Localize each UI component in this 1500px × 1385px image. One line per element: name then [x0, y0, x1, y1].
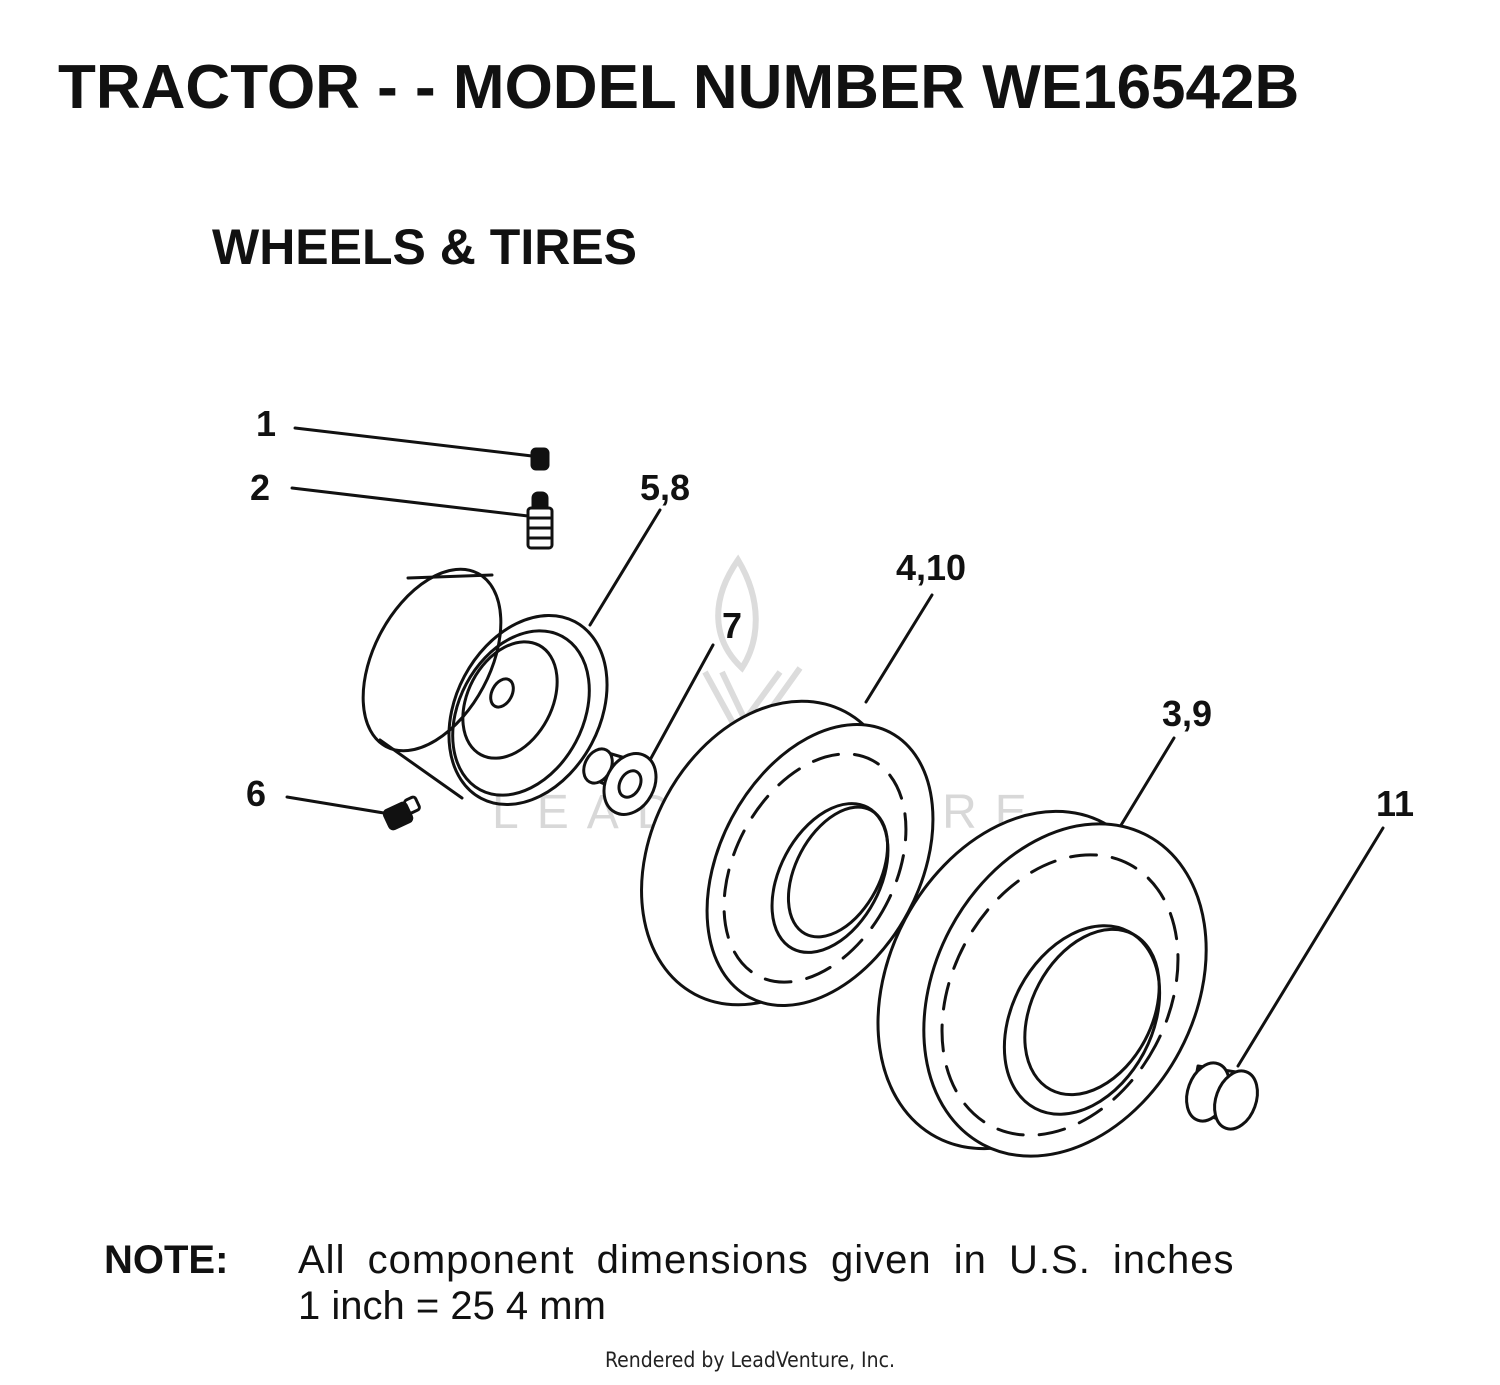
valve-stem-part-icon	[526, 491, 554, 550]
callout-3-9: 3,9	[1162, 693, 1212, 734]
note-text-line-1: All component dimensions given in U.S. i…	[298, 1238, 1235, 1282]
section-title: WHEELS & TIRES	[212, 219, 638, 275]
footer-credit: Rendered by LeadVenture, Inc.	[605, 1348, 895, 1372]
leader-line-4-10	[864, 593, 934, 704]
callout-7: 7	[722, 605, 742, 646]
page-title: TRACTOR - - MODEL NUMBER WE16542B	[58, 53, 1300, 122]
callout-5-8: 5,8	[640, 467, 690, 508]
wheel-rim-part-icon	[361, 567, 609, 807]
leader-line-3-9	[1110, 736, 1176, 842]
leader-line-2	[290, 486, 530, 518]
note-text-line-2: 1 inch = 25 4 mm	[298, 1284, 606, 1328]
bushing-part-icon	[582, 747, 658, 816]
rear-tire-part-icon	[876, 809, 1208, 1158]
note-label: NOTE:	[104, 1238, 229, 1282]
callout-2: 2	[250, 467, 270, 508]
valve-cap-part-icon	[530, 447, 550, 471]
callout-4-10: 4,10	[896, 547, 966, 588]
leader-line-7	[648, 643, 715, 762]
leader-line-6	[285, 795, 392, 816]
callout-1: 1	[256, 403, 276, 444]
leader-line-11	[1236, 826, 1385, 1068]
grease-fitting-part-icon	[382, 795, 421, 831]
leader-line-5-8	[588, 508, 662, 627]
hub-cap-part-icon	[1185, 1061, 1259, 1131]
leader-line-1	[293, 426, 534, 458]
callout-6: 6	[246, 773, 266, 814]
callout-11: 11	[1376, 783, 1414, 824]
